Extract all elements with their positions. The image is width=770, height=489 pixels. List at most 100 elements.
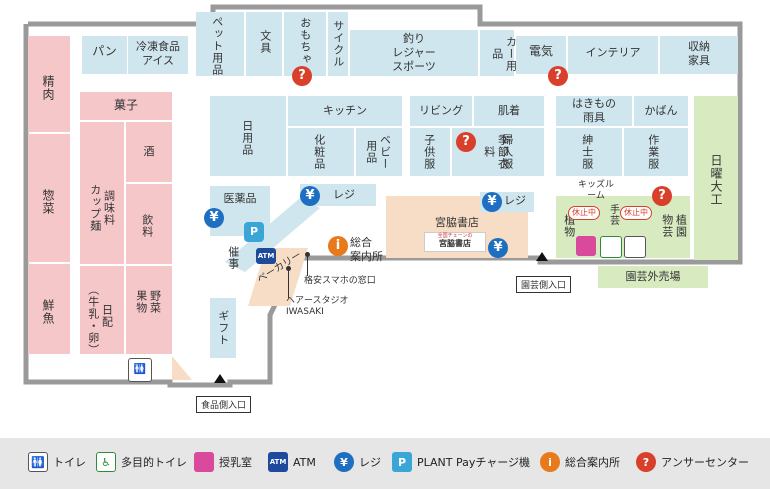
label-plant-2: 植園 物芸 bbox=[660, 214, 688, 238]
food-entrance-arrow bbox=[214, 374, 226, 383]
legend-info-label: 総合案内所 bbox=[565, 456, 620, 469]
label-bread: パン bbox=[92, 44, 117, 58]
toilet-icon-2 bbox=[624, 236, 646, 258]
info-icon-legend: i bbox=[540, 452, 560, 472]
label-event: 催事 bbox=[226, 246, 240, 270]
label-underwear: 肌着 bbox=[498, 104, 520, 117]
label-diy: 日曜大工 bbox=[709, 154, 723, 206]
zone-kids bbox=[410, 128, 450, 176]
label-fish: 鮮魚 bbox=[41, 299, 55, 325]
plant-pay-icon-legend: P bbox=[392, 452, 412, 472]
label-medicine: 医薬品 bbox=[223, 192, 257, 205]
zone-meat bbox=[28, 36, 70, 132]
answer-center-marker-4: ? bbox=[652, 186, 672, 206]
legend-plant-pay-label: PLANT Payチャージ機 bbox=[417, 456, 531, 469]
label-baby: ベビー 用品 bbox=[364, 134, 392, 170]
zone-underwear bbox=[474, 96, 544, 126]
accessible-toilet-icon bbox=[600, 236, 622, 258]
label-kids: 子供服 bbox=[422, 134, 436, 170]
bookstore-logo-sub: 全国チェーンの bbox=[437, 233, 473, 239]
label-hair-salon: ヘアースタジオ IWASAKI bbox=[286, 296, 349, 318]
zone-kitchen bbox=[288, 96, 402, 126]
label-work: 作業服 bbox=[646, 134, 660, 170]
zone-sweets bbox=[80, 92, 172, 120]
phone-window-leader bbox=[307, 256, 308, 276]
food-entrance[interactable]: 食品側入口 bbox=[196, 396, 252, 413]
zone-bread bbox=[82, 36, 127, 74]
atm-marker: ATM bbox=[256, 248, 276, 264]
legend: 🚻 トイレ ♿ 多目的トイレ 授乳室 ATM ATM ¥ レジ P PLANT … bbox=[0, 438, 770, 489]
bookstore-logo: 全国チェーンの 宮脇書店 bbox=[424, 232, 486, 252]
label-household: 日用品 bbox=[240, 120, 254, 156]
label-veg: 野菜 果物 bbox=[134, 290, 162, 314]
zone-sake bbox=[126, 122, 172, 182]
legend-atm: ATM ATM bbox=[268, 450, 316, 474]
zone-daily bbox=[80, 266, 124, 354]
zone-fishing bbox=[350, 30, 478, 76]
zone-work bbox=[624, 128, 688, 176]
zone-frozen bbox=[128, 36, 188, 74]
plant-pay-marker: P bbox=[244, 222, 264, 242]
legend-plant-pay: P PLANT Payチャージ機 bbox=[392, 450, 530, 474]
zone-register-1 bbox=[300, 184, 376, 206]
zone-garden-outdoor bbox=[598, 266, 708, 288]
label-kids-room: キッズルーム bbox=[577, 180, 614, 202]
label-craft: 手芸 bbox=[607, 204, 619, 226]
legend-toilet-label: トイレ bbox=[53, 456, 86, 469]
legend-atm-label: ATM bbox=[293, 455, 316, 469]
phone-window-dot bbox=[305, 252, 310, 257]
legend-register: ¥ レジ bbox=[334, 450, 381, 474]
question-icon-legend: ? bbox=[636, 452, 656, 472]
answer-center-marker-1: ? bbox=[292, 66, 312, 86]
hair-salon-leader bbox=[288, 270, 289, 298]
label-info-center: 総合 案内所 bbox=[350, 236, 383, 263]
legend-toilet: 🚻 トイレ bbox=[28, 450, 86, 474]
yen-icon-legend: ¥ bbox=[334, 452, 354, 472]
garden-entrance[interactable]: 園芸側入口 bbox=[516, 276, 572, 293]
label-daily: 日配 （牛乳・卵） bbox=[86, 284, 114, 356]
register-walkway bbox=[225, 198, 320, 272]
legend-answer-label: アンサーセンター bbox=[661, 456, 749, 469]
legend-register-label: レジ bbox=[359, 456, 381, 469]
toilet-icon-legend: 🚻 bbox=[28, 452, 48, 472]
zone-seasoning bbox=[80, 122, 124, 264]
label-plant-1: 植物 bbox=[562, 214, 576, 238]
answer-center-marker-3: ? bbox=[456, 132, 476, 152]
zone-diy bbox=[694, 96, 738, 260]
label-seasoning: 調味料 カップ麺 bbox=[88, 184, 116, 232]
store-outline bbox=[23, 4, 743, 388]
answer-center-marker-2: ? bbox=[548, 66, 568, 86]
label-bags: かばん bbox=[644, 104, 678, 117]
atm-icon-legend: ATM bbox=[268, 452, 288, 472]
register-marker-3: ¥ bbox=[482, 192, 502, 212]
label-register-2: レジ bbox=[504, 194, 526, 207]
label-interior: インテリア bbox=[585, 46, 641, 59]
zone-mens bbox=[556, 128, 622, 176]
legend-nursing: 授乳室 bbox=[194, 450, 252, 474]
zone-bags bbox=[634, 96, 688, 126]
zone-stationery bbox=[246, 12, 282, 76]
zone-veg bbox=[126, 266, 172, 354]
label-cycle: サイクル bbox=[331, 20, 345, 68]
nursing-room-icon bbox=[576, 236, 596, 256]
legend-accessible-label: 多目的トイレ bbox=[121, 456, 187, 469]
closed-badge-2: 休止中 bbox=[620, 206, 652, 220]
label-deli: 惣菜 bbox=[41, 189, 55, 215]
zone-cycle bbox=[328, 12, 348, 76]
zone-storage bbox=[660, 36, 738, 74]
label-mens: 紳士服 bbox=[580, 134, 594, 170]
label-kitchen: キッチン bbox=[323, 104, 367, 117]
info-marker: i bbox=[328, 236, 348, 256]
label-shoes: はきもの 雨具 bbox=[572, 97, 616, 124]
label-living: リビング bbox=[419, 104, 463, 117]
zone-household bbox=[210, 96, 286, 176]
toilet-icon: 🚻 bbox=[128, 358, 152, 382]
hair-salon-dot bbox=[286, 266, 291, 271]
label-toys: おもちゃ bbox=[298, 17, 312, 65]
register-marker-2: ¥ bbox=[300, 186, 320, 206]
label-stationery: 文具 bbox=[258, 30, 272, 54]
zone-fish bbox=[28, 264, 70, 354]
label-frozen: 冷凍食品 アイス bbox=[136, 40, 180, 67]
label-pet: ペット用品 bbox=[210, 16, 224, 76]
label-phone-window: 格安スマホの窓口 bbox=[304, 276, 376, 286]
